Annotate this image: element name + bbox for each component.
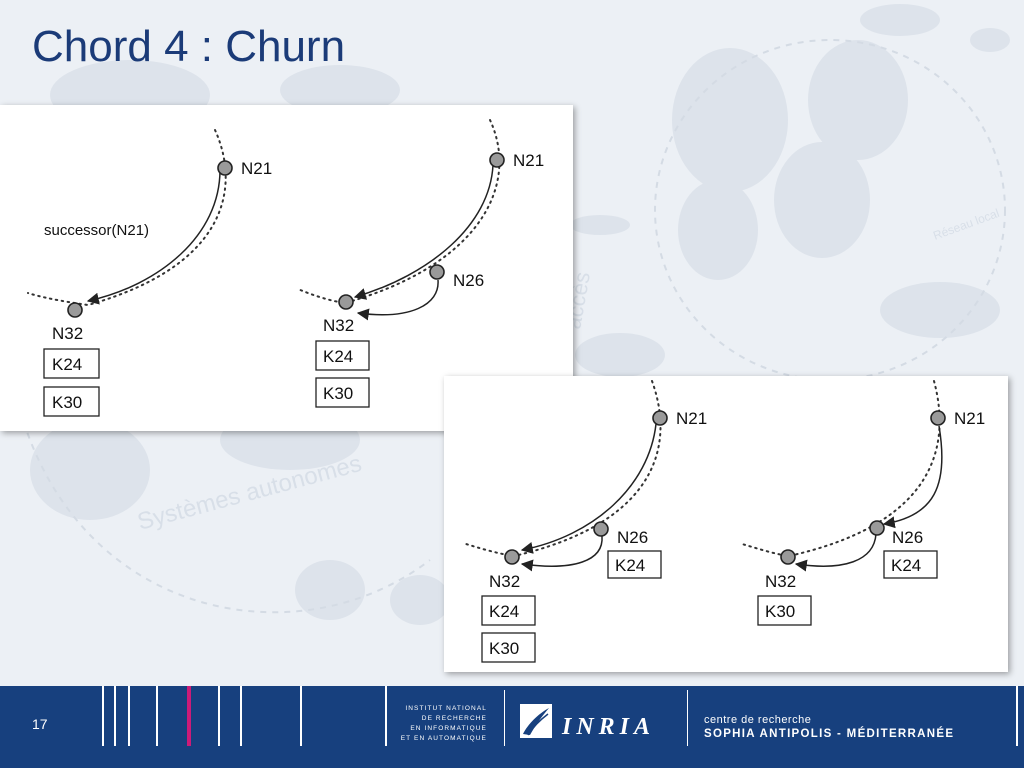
institute-line: DE RECHERCHE — [421, 715, 487, 722]
decor-line — [102, 686, 104, 746]
key-label: K30 — [765, 602, 795, 621]
centre-line-2: SOPHIA ANTIPOLIS - MÉDITERRANÉE — [704, 728, 955, 740]
key-label: K24 — [891, 556, 921, 575]
institute-name: INSTITUT NATIONAL DE RECHERCHE EN INFORM… — [395, 704, 487, 744]
node-n32 — [780, 549, 796, 565]
key-label: K24 — [615, 556, 645, 575]
institute-line: EN INFORMATIQUE — [410, 725, 487, 732]
key-label: K24 — [52, 355, 82, 374]
node-n32 — [67, 302, 83, 318]
key-box — [43, 386, 100, 417]
node-n26 — [429, 264, 445, 280]
ring-state-4: N21 N26 K24 N32 K30 — [741, 380, 985, 626]
footer-bar: 17 INSTITUT NATIONAL DE RECHERCHE EN INF… — [0, 686, 1024, 768]
key-label: K30 — [52, 393, 82, 412]
key-box — [315, 377, 370, 408]
node-label: N21 — [954, 409, 985, 428]
ring-state-2: N21 N26 N32 K24 K30 — [297, 119, 544, 408]
slide-title: Chord 4 : Churn — [32, 22, 346, 71]
node-label: N32 — [323, 316, 354, 335]
node-label: N32 — [52, 324, 83, 343]
node-n21 — [489, 152, 505, 168]
decor-line — [385, 686, 387, 746]
footer-separator — [504, 690, 505, 746]
institute-line: ET EN AUTOMATIQUE — [400, 735, 487, 742]
key-box — [43, 348, 100, 379]
decor-line — [218, 686, 220, 746]
decor-line — [128, 686, 130, 746]
key-box — [883, 550, 938, 579]
key-label: K24 — [489, 602, 519, 621]
key-box — [607, 550, 662, 579]
key-box — [757, 595, 812, 626]
institute-line: INSTITUT NATIONAL — [405, 705, 487, 712]
key-label: K24 — [323, 347, 353, 366]
inria-logo-icon — [520, 704, 552, 738]
key-box — [481, 595, 536, 626]
decor-line-accent — [187, 686, 191, 746]
decor-line — [300, 686, 302, 746]
key-label: K30 — [323, 384, 353, 403]
inria-logo-text: INRIA — [562, 714, 656, 740]
decor-line — [240, 686, 242, 746]
diagram-panel-bottom: N21 N26 K24 N32 K24 K30 N21 N26 — [444, 376, 1008, 672]
key-box — [481, 632, 536, 663]
node-n26 — [869, 520, 885, 536]
node-label: N26 — [453, 271, 484, 290]
ring-state-3: N21 N26 K24 N32 K24 K30 — [465, 380, 707, 663]
centre-line-1: centre de recherche — [704, 714, 812, 726]
node-label: N32 — [765, 572, 796, 591]
node-label: N32 — [489, 572, 520, 591]
node-n21 — [652, 410, 668, 426]
page-number: 17 — [32, 716, 48, 732]
footer-separator — [687, 690, 688, 746]
node-label: N26 — [617, 528, 648, 547]
key-box — [315, 340, 370, 371]
watermark-word: Réseau local — [931, 206, 1001, 243]
node-n26 — [593, 521, 609, 537]
node-n32 — [338, 294, 354, 310]
node-label: N26 — [892, 528, 923, 547]
node-label: N21 — [513, 151, 544, 170]
decor-line — [114, 686, 116, 746]
decor-line — [1016, 686, 1018, 746]
node-n21 — [930, 410, 946, 426]
node-label: N21 — [676, 409, 707, 428]
key-label: K30 — [489, 639, 519, 658]
node-n21 — [217, 160, 233, 176]
node-n32 — [504, 549, 520, 565]
ring-state-1: N21 successor(N21) N32 K24 K30 — [27, 129, 272, 417]
arrow-label: successor(N21) — [44, 222, 149, 239]
decor-line — [156, 686, 158, 746]
node-label: N21 — [241, 159, 272, 178]
